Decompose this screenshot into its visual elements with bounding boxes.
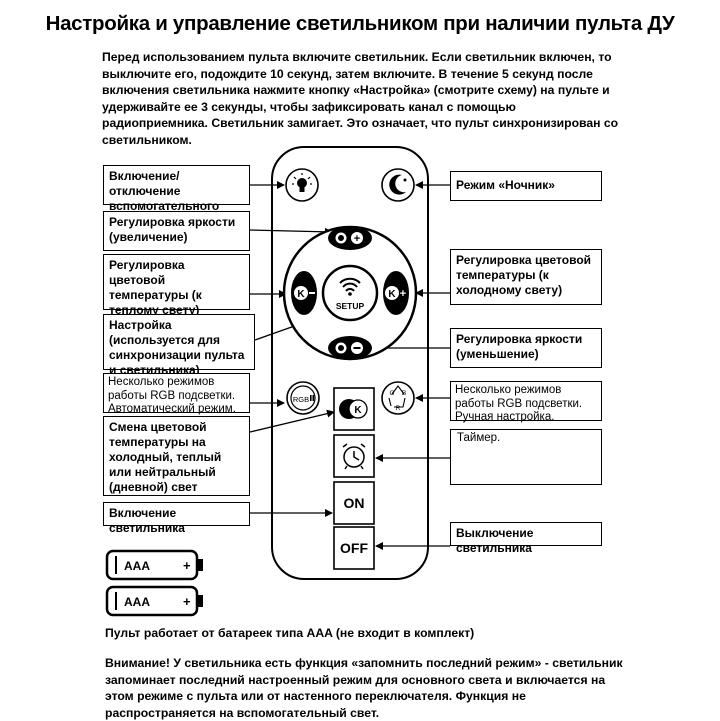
label-rgb-manual: Несколько режимов работы RGB подсветки. … — [450, 381, 602, 423]
cycle-icon — [290, 385, 316, 399]
battery-1-plus: + — [183, 558, 191, 573]
off-label: OFF — [340, 540, 368, 556]
label-setup: Настройка (используется для синхронизаци… — [103, 314, 255, 377]
rgb-letter-g: G — [389, 390, 394, 397]
night-mode-button — [381, 168, 415, 202]
label-turn-off: Выключение светильника — [450, 522, 602, 555]
alarm-clock-icon — [342, 443, 366, 470]
recycle-icon — [391, 385, 405, 395]
battery-1-label: AAA — [124, 559, 150, 573]
k-letter-cold: K — [388, 289, 396, 300]
page-title: Настройка и управление светильником при … — [45, 12, 675, 35]
setup-label: SETUP — [336, 301, 365, 311]
battery-1: AAA + — [105, 549, 203, 581]
plus-glyph: + — [354, 233, 360, 245]
label-color-temp-switch: Смена цветовой температуры на холодный, … — [103, 416, 250, 496]
wifi-icon — [339, 277, 361, 292]
rgb-manual-button: G B R — [381, 381, 415, 415]
bulb-icon — [292, 173, 312, 192]
minus-glyph — [353, 347, 361, 349]
label-rgb-auto: Несколько режимов работы RGB подсветки. … — [103, 373, 250, 415]
temp-warm-button: K — [291, 271, 317, 315]
label-temp-warm: Регулировка цветовой температуры (к тепл… — [103, 254, 250, 317]
label-timer: Таймер. — [450, 429, 602, 485]
battery-note: Пульт работает от батареек типа AAA (не … — [105, 626, 475, 640]
battery-2: AAA + — [105, 585, 203, 617]
memory-warning: Внимание! У светильника есть функция «за… — [105, 656, 623, 720]
k-letter-warm: K — [297, 289, 305, 300]
battery-2-label: AAA — [124, 595, 150, 609]
off-button — [333, 526, 375, 570]
temp-cold-button: K + — [383, 271, 409, 315]
k-letter-switch: K — [354, 405, 362, 416]
label-temp-cold: Регулировка цветовой температуры (к холо… — [450, 249, 602, 305]
brightness-down-button — [328, 336, 372, 360]
label-brightness-up: Регулировка яркости (увеличение) — [103, 211, 250, 251]
moon-icon — [389, 174, 406, 195]
label-night-mode: Режим «Ночник» — [450, 171, 602, 201]
label-turn-on: Включение светильника — [103, 502, 250, 535]
rgb-letter-r: R — [396, 405, 401, 412]
on-button — [333, 481, 375, 525]
setup-button: SETUP — [321, 264, 379, 322]
label-brightness-down: Регулировка яркости (уменьшение) — [450, 328, 602, 368]
intro-paragraph: Перед использованием пульта включите све… — [102, 50, 619, 147]
battery-2-plus: + — [183, 594, 191, 609]
on-label: ON — [344, 495, 365, 511]
brightness-up-button: + — [328, 226, 372, 250]
rgb-auto-button: RGB — [286, 381, 320, 415]
star-icon — [403, 178, 407, 182]
rgb-letter-b: B — [402, 390, 406, 397]
bulb-button — [285, 168, 319, 202]
minus-warm — [309, 292, 315, 294]
plus-cold: + — [400, 288, 406, 300]
rgb-label: RGB — [293, 395, 309, 404]
